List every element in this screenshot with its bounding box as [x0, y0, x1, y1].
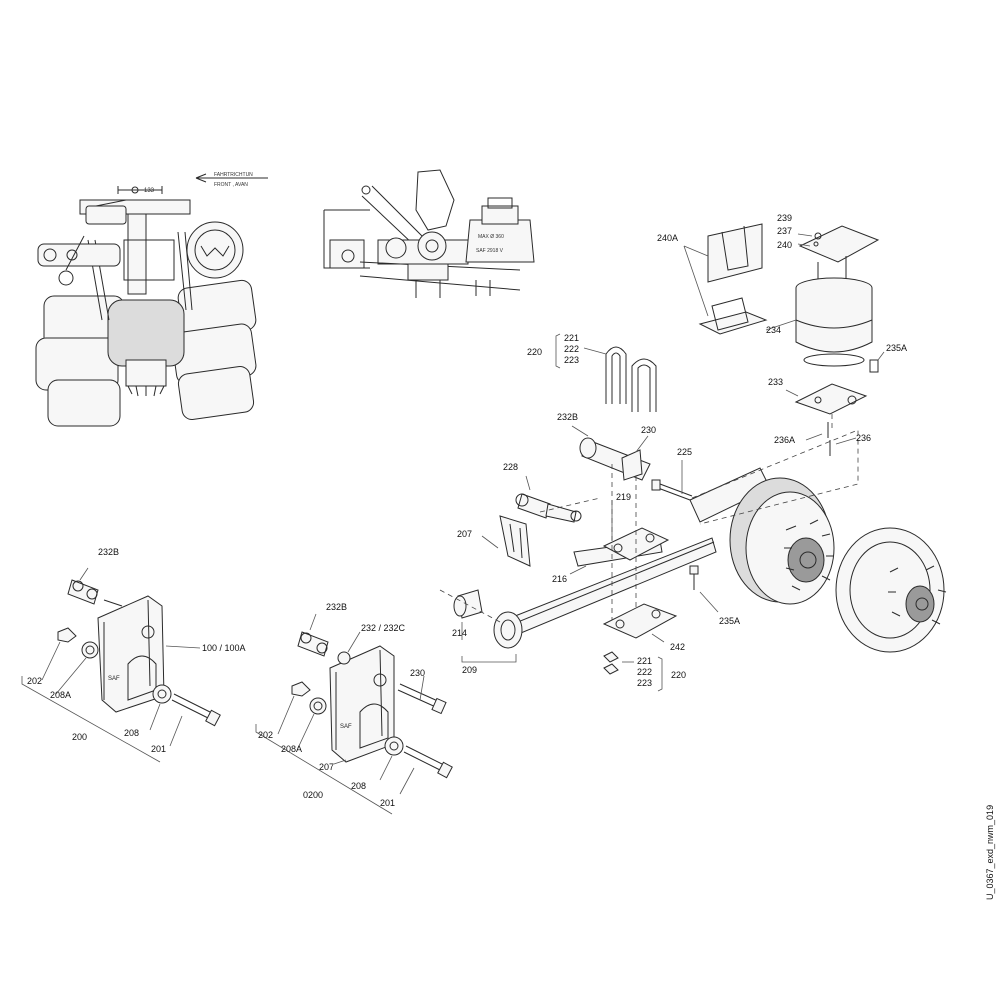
drawing-id: U_0367_exd_nwm_019 [985, 805, 995, 900]
callout-208A-middle: 208A [281, 744, 302, 754]
callout-230-middle: 230 [410, 668, 425, 678]
callout-232B-mid: 232B [557, 412, 578, 422]
callout-202-middle: 202 [258, 730, 273, 740]
callout-236A: 236A [774, 435, 795, 445]
callout-233: 233 [768, 377, 783, 387]
callout-216: 216 [552, 574, 567, 584]
trailing-arm-group [439, 425, 719, 675]
callout-235A-top: 235A [886, 343, 907, 353]
callout-232B-middle: 232B [326, 602, 347, 612]
callout-223-bot: 223 [637, 678, 652, 688]
hanger-assembly-200: SAF [21, 567, 221, 763]
callout-239: 239 [777, 213, 792, 223]
hanger-assembly-0200: SAF [255, 613, 453, 815]
callout-230-mid: 230 [641, 425, 656, 435]
callout-207-mid: 207 [457, 529, 472, 539]
callout-202-left: 202 [27, 676, 42, 686]
callout-222-top: 222 [564, 344, 579, 354]
callout-225: 225 [677, 447, 692, 457]
callout-228: 228 [503, 462, 518, 472]
callout-242: 242 [670, 642, 685, 652]
callout-208A-left: 208A [50, 690, 71, 700]
air-spring-group [683, 223, 885, 456]
callout-240A: 240A [657, 233, 678, 243]
callout-100-100A: 100 / 100A [202, 643, 246, 653]
callout-201-middle: 201 [380, 798, 395, 808]
callout-237: 237 [777, 226, 792, 236]
callout-0200: 0200 [303, 790, 323, 800]
spring-plate-max-label: MAX Ø 360 [478, 234, 504, 240]
axle-side-view: MAX Ø 360 SAF 2918 V [323, 169, 535, 298]
callout-labels: 239 237 240 240A 234 235A 233 236A 236 2… [27, 213, 907, 808]
callout-219: 219 [616, 492, 631, 502]
callout-223-top: 223 [564, 355, 579, 365]
callout-200: 200 [72, 732, 87, 742]
direction-label-en: FRONT , AVAN [214, 182, 248, 188]
callout-221-bot: 221 [637, 656, 652, 666]
brand-mark-middle: SAF [340, 724, 352, 730]
callout-235A-bot: 235A [719, 616, 740, 626]
callout-208-middle: 208 [351, 781, 366, 791]
callout-209: 209 [462, 665, 477, 675]
axle-and-hubs [689, 429, 947, 653]
spring-plate-saf-label: SAF 2918 V [476, 248, 504, 254]
callout-221-top: 221 [564, 333, 579, 343]
callout-208-left: 208 [124, 728, 139, 738]
callout-240: 240 [777, 240, 792, 250]
direction-label-de: FAHRTRICHTUN [214, 172, 253, 178]
callout-236: 236 [856, 433, 871, 443]
callout-222-bot: 222 [637, 667, 652, 677]
callout-232B-left: 232B [98, 547, 119, 557]
callout-207-middle: 207 [319, 762, 334, 772]
dimension-133: 133 [144, 188, 155, 194]
callout-220-bot: 220 [671, 670, 686, 680]
callout-201-left: 201 [151, 744, 166, 754]
axle-rear-view: 133 FAHRTRICHTUN FRONT , AVAN [35, 172, 268, 427]
callout-220-top: 220 [527, 347, 542, 357]
callout-214: 214 [452, 628, 467, 638]
callout-234: 234 [766, 325, 781, 335]
brand-mark-left: SAF [108, 676, 120, 682]
u-bolts-top [583, 346, 657, 412]
callout-232-232C: 232 / 232C [361, 623, 406, 633]
